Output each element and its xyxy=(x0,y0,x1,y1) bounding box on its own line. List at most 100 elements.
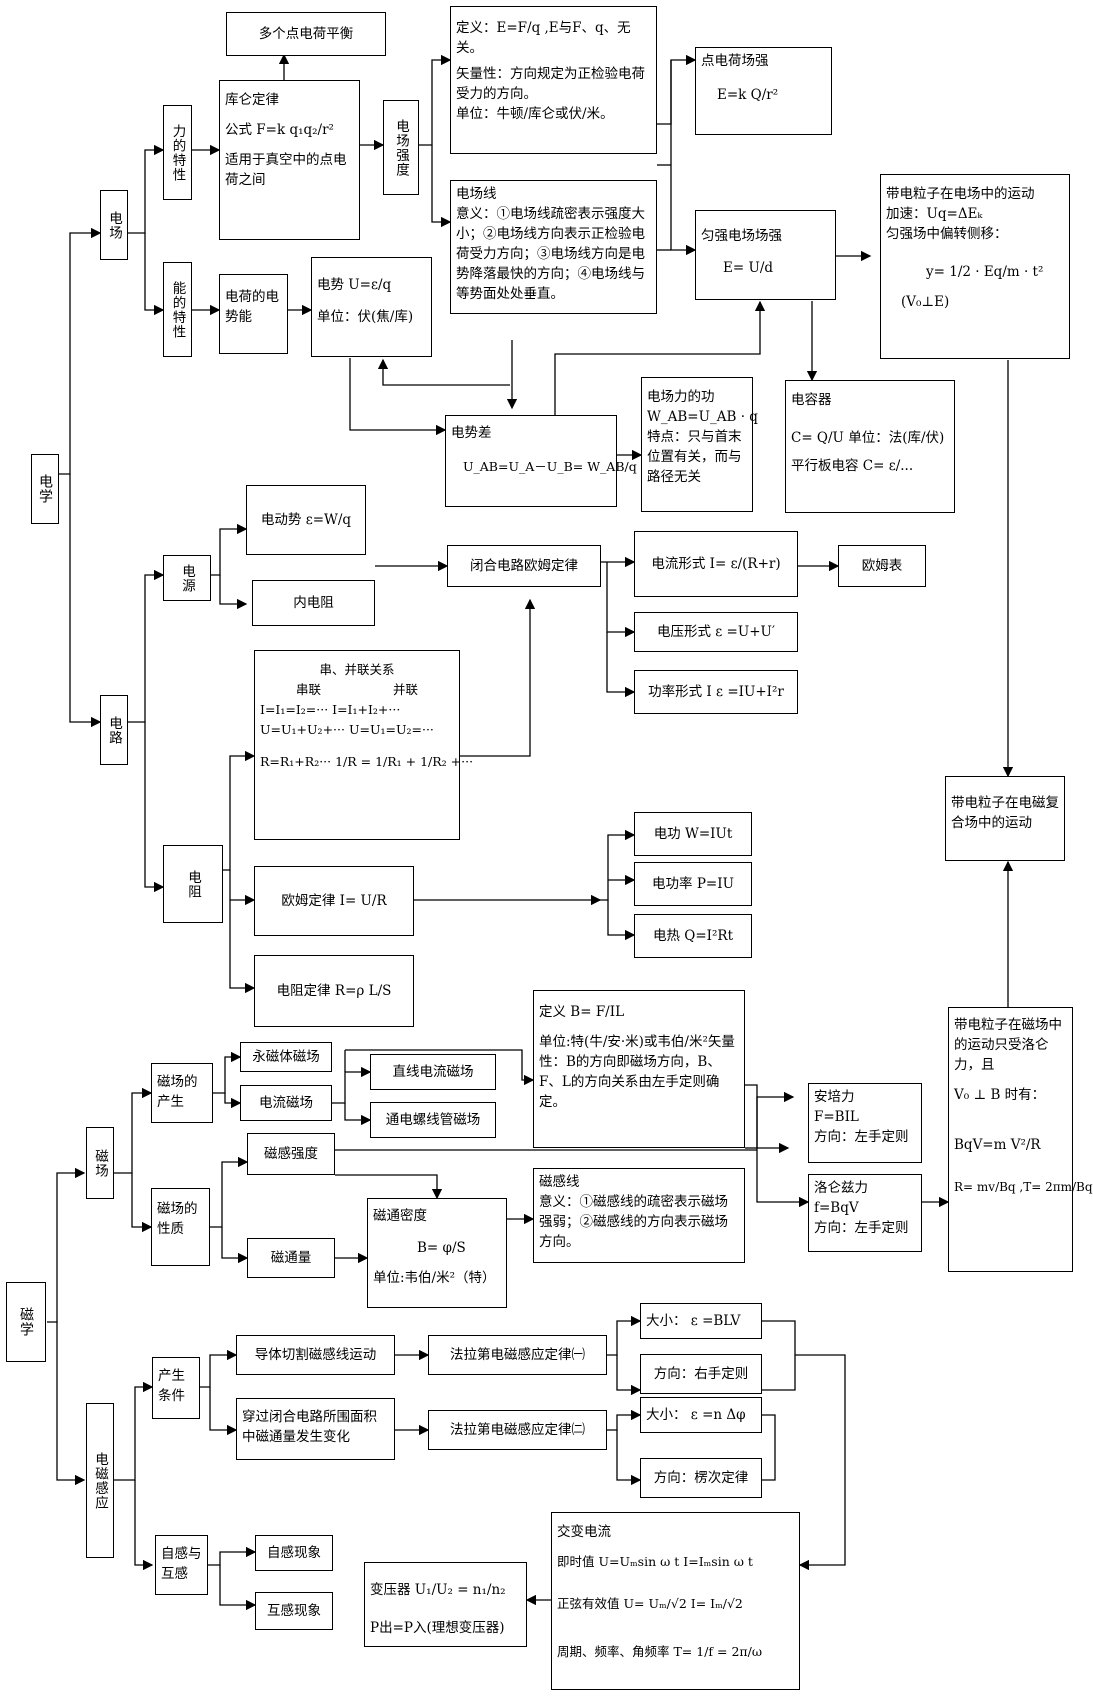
node-series-parallel: 串、并联关系 串联并联 I=I₁=I₂=··· I=I₁+I₂+··· U=U₁… xyxy=(254,650,474,840)
node-label: 法拉第电磁感应定律㈡ xyxy=(450,1422,585,1438)
node-label: 自感现象 xyxy=(267,1545,321,1561)
node-label: 磁感强度 xyxy=(264,1146,318,1162)
node-potential-energy: 电荷的电势能 xyxy=(219,274,288,354)
node-conductor-cut: 导体切割磁感线运动 xyxy=(236,1335,395,1375)
node-direction-2: 方向：楞次定律 xyxy=(640,1458,762,1498)
sp-parallel: 并联 xyxy=(392,682,418,697)
node-label: 电学 xyxy=(37,474,53,504)
density-l2: B= φ/S xyxy=(417,1240,466,1256)
node-electric-field: 电场 xyxy=(100,190,128,260)
node-circuit: 电路 xyxy=(100,695,128,765)
ampere-l2: F=BIL xyxy=(814,1109,859,1125)
sp-l3: R=R₁+R₂··· 1/R = 1/R₁ + 1/R₂ +··· xyxy=(260,754,474,769)
node-label: 电流形式 I= ε/(R+r) xyxy=(651,556,781,572)
node-label: 内电阻 xyxy=(293,595,334,611)
node-self-mutual: 自感与互感 xyxy=(155,1535,208,1595)
node-emf: 电动势 ε=W/q xyxy=(246,485,366,555)
ac-l1: 即时值 U=Uₘsin ω t I=Iₘsin ω t xyxy=(557,1554,753,1569)
mag2-label: 大小： ε =n Δφ xyxy=(646,1407,746,1423)
node-electricity: 电学 xyxy=(31,454,59,524)
ac-l2: 正弦有效值 U= Uₘ/√2 I= Iₘ/√2 xyxy=(557,1596,743,1611)
def-line3: 单位：牛顿/库仑或伏/米。 xyxy=(456,106,614,122)
selfmut-label: 自感与互感 xyxy=(161,1546,202,1582)
sp-l1: I=I₁=I₂=··· I=I₁+I₂+··· xyxy=(260,702,401,717)
node-point-charge-field: 点电荷场强 E=k Q/r² xyxy=(695,47,832,135)
node-field-property: 磁场的性质 xyxy=(151,1188,210,1266)
node-label: 方向：楞次定律 xyxy=(653,1470,749,1486)
node-internal-resistance: 内电阻 xyxy=(252,580,375,626)
node-permanent-magnet: 永磁体磁场 xyxy=(240,1042,332,1072)
node-flux-change: 穿过闭合电路所围面积中磁通量发生变化 xyxy=(236,1398,395,1460)
node-b-strength: 磁感强度 xyxy=(247,1133,335,1175)
mparticle-l3: BqV=m V²/R xyxy=(954,1137,1041,1153)
node-label: 电场强度 xyxy=(393,118,409,177)
node-label: 闭合电路欧姆定律 xyxy=(470,558,578,574)
node-field-work: 电场力的功 W_AB=U_AB · q 特点：只与首末位置有关，而与路径无关 xyxy=(641,377,758,512)
node-power-form: 功率形式 I ε =IU+I²r xyxy=(634,670,798,714)
node-label: 电阻 xyxy=(185,869,201,899)
node-label: 电功率 P=IU xyxy=(652,876,734,892)
density-l3: 单位:韦伯/米²（特） xyxy=(373,1270,496,1286)
node-label: 直线电流磁场 xyxy=(392,1064,474,1080)
sp-title: 串、并联关系 xyxy=(319,662,395,677)
node-electric-heat: 电热 Q=I²Rt xyxy=(634,914,752,958)
node-label: 磁场 xyxy=(92,1148,108,1178)
node-electric-power: 电功率 P=IU xyxy=(634,862,752,906)
node-particle-in-mag: 带电粒子在磁场中的运动只受洛仑力，且 V₀ ⊥ B 时有： BqV=m V²/R… xyxy=(948,1007,1093,1272)
lorentz-l3: 方向：左手定则 xyxy=(814,1220,909,1236)
node-multi-charge: 多个点电荷平衡 xyxy=(226,12,386,56)
ac-title: 交变电流 xyxy=(557,1524,611,1540)
node-ampere-force: 安培力 F=BIL 方向：左手定则 xyxy=(808,1083,922,1163)
pd-formula: U_AB=U_A－U_B= W_AB/q xyxy=(463,459,637,474)
node-lorentz-force: 洛仑兹力 f=BqV 方向：左手定则 xyxy=(808,1174,922,1252)
node-voltage-form: 电压形式 ε =U+U′ xyxy=(634,612,798,652)
point-formula: E=k Q/r² xyxy=(717,87,779,103)
node-label: 导体切割磁感线运动 xyxy=(254,1347,377,1363)
node-faraday-2: 法拉第电磁感应定律㈡ xyxy=(428,1410,607,1450)
def-line2: 矢量性：方向规定为正检验电荷受力的方向。 xyxy=(456,66,645,102)
def-line1: 定义：E=F/q ,E与F、q、无关。 xyxy=(456,20,631,56)
node-potential-difference: 电势差 U_AB=U_A－U_B= W_AB/q xyxy=(445,415,637,507)
potential-l1: 电势 U=ε/q xyxy=(317,277,392,293)
particle-title: 带电粒子在电场中的运动 xyxy=(886,186,1035,202)
gen-label: 磁场的产生 xyxy=(157,1074,198,1110)
node-label: 电阻定律 R=ρ L/S xyxy=(276,983,392,999)
mparticle-l1: 带电粒子在磁场中的运动只受洛仑力，且 xyxy=(954,1017,1062,1073)
node-resistance: 电阻 xyxy=(163,845,223,923)
node-closed-ohm: 闭合电路欧姆定律 xyxy=(447,545,601,587)
node-mutual-induction: 互感现象 xyxy=(255,1592,333,1630)
potential-l2: 单位：伏(焦/库) xyxy=(317,309,414,325)
cap-l1: C= Q/U 单位：法(库/伏) xyxy=(791,430,945,446)
node-energy-char: 能的特性 xyxy=(163,262,192,357)
prop-label: 磁场的性质 xyxy=(157,1201,198,1237)
node-b-definition: 定义 B= F/IL 单位:特(牛/安·米)或韦伯/米²矢量性：B的方向即磁场方… xyxy=(533,990,745,1148)
mparticle-l2: V₀ ⊥ B 时有： xyxy=(954,1087,1046,1103)
node-field-intensity: 电场强度 xyxy=(383,100,419,195)
node-label: 多个点电荷平衡 xyxy=(258,26,354,42)
mag1-label: 大小： ε =BLV xyxy=(646,1313,741,1329)
trans-l1: 变压器 U₁/U₂ = n₁/n₂ xyxy=(370,1582,506,1598)
coulomb-note: 适用于真空中的点电荷之间 xyxy=(225,152,347,188)
node-power-source: 电源 xyxy=(163,555,211,601)
trans-l2: P出=P入(理想变压器) xyxy=(370,1620,505,1636)
node-current-form: 电流形式 I= ε/(R+r) xyxy=(634,531,798,597)
node-label: 法拉第电磁感应定律㈠ xyxy=(450,1347,585,1363)
node-field-definition: 定义：E=F/q ,E与F、q、无关。 矢量性：方向规定为正检验电荷受力的方向。… xyxy=(450,6,657,154)
node-uniform-field: 匀强电场场强 E= U/d xyxy=(695,210,836,300)
node-label: 电流磁场 xyxy=(259,1095,313,1111)
work-l2: W_AB=U_AB · q xyxy=(647,409,758,425)
work-l3: 特点：只与首末位置有关，而与路径无关 xyxy=(647,429,742,485)
node-b-lines: 磁感线 意义：①磁感线的疏密表示磁场强弱；②磁感线的方向表示磁场方向。 xyxy=(533,1168,745,1263)
node-electric-work: 电功 W=IUt xyxy=(634,812,752,856)
node-label: 磁通量 xyxy=(270,1250,312,1266)
node-label: 电动势 ε=W/q xyxy=(260,512,352,528)
node-field-lines: 电场线 意义：①电场线疏密表示强度大小；②电场线方向表示正检验电荷受力方向；③电… xyxy=(450,180,657,314)
node-label: 磁学 xyxy=(18,1307,34,1337)
ampere-l1: 安培力 xyxy=(814,1089,855,1105)
lorentz-l1: 洛仑兹力 xyxy=(814,1180,868,1196)
node-label: 互感现象 xyxy=(267,1603,321,1619)
node-flux: 磁通量 xyxy=(247,1238,335,1278)
node-label: 力的特性 xyxy=(169,123,186,182)
